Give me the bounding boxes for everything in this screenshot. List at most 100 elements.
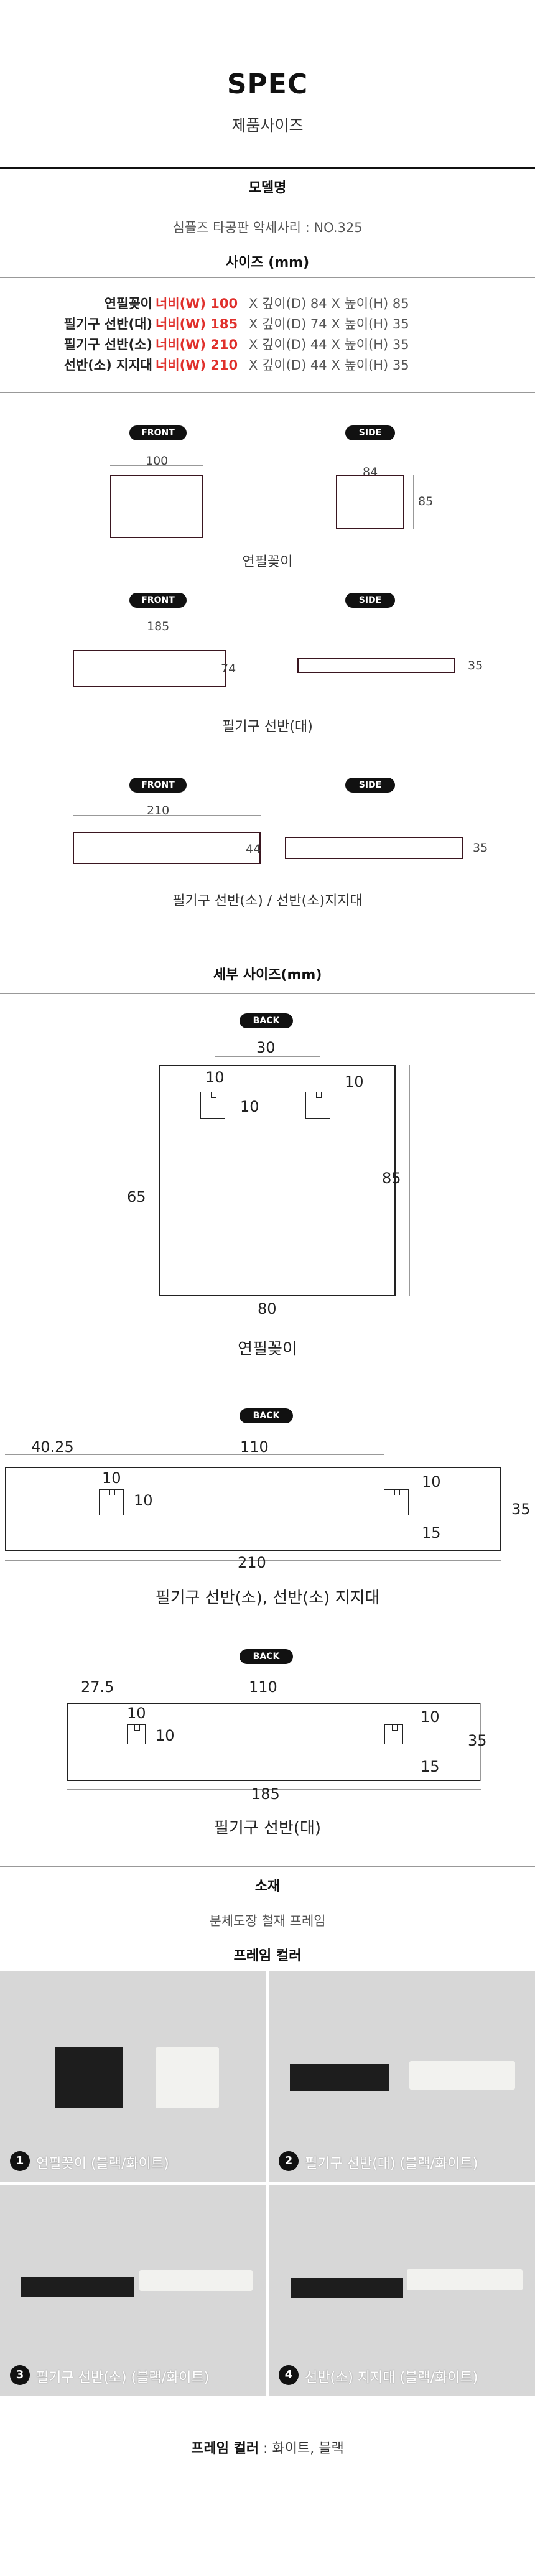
hanger-slot: [305, 1092, 330, 1119]
front-badge: FRONT: [129, 778, 187, 793]
photo-number: 2: [279, 2151, 299, 2171]
size-row-rest: X 깊이(D) 84 X 높이(H) 85: [249, 296, 409, 311]
dim-label: 65: [127, 1188, 146, 1206]
small-shelf-back-view: [5, 1467, 501, 1551]
dim-label: 210: [238, 1554, 266, 1571]
dim-label: 80: [258, 1300, 277, 1318]
dim-label: 27.5: [81, 1678, 114, 1696]
white-small-shelf: [139, 2270, 253, 2291]
dim-label: 35: [473, 841, 488, 855]
dim-label: 210: [147, 804, 170, 817]
frame-color-footer: 프레임 컬러 : 화이트, 블랙: [0, 2437, 535, 2457]
photo-number: 1: [10, 2151, 30, 2171]
size-row-rest: X 깊이(D) 44 X 높이(H) 35: [249, 358, 409, 373]
dim-line: [480, 1703, 481, 1781]
hanger-slot: [384, 1724, 403, 1744]
side-view-small-shelf: [285, 837, 463, 859]
white-pen-holder: [156, 2047, 219, 2108]
detail-caption: 필기구 선반(대): [213, 1819, 322, 1838]
dim-label: 185: [251, 1785, 280, 1803]
dim-label: 35: [468, 1732, 487, 1749]
hanger-slot: [200, 1092, 225, 1119]
size-row-rest: X 깊이(D) 74 X 높이(H) 35: [249, 317, 409, 332]
pen-holder-back-view: [159, 1065, 396, 1296]
size-row-width: 너비(W) 100: [156, 296, 238, 311]
dim-label: 10: [421, 1708, 440, 1726]
back-badge: BACK: [240, 1649, 293, 1664]
dim-label: 10: [240, 1098, 259, 1115]
back-badge: BACK: [240, 1408, 293, 1423]
front-view-pen-holder: [110, 475, 203, 538]
dim-line: [67, 1789, 482, 1790]
dim-label: 100: [146, 454, 169, 468]
dim-label: 10: [156, 1727, 175, 1744]
divider: [0, 167, 535, 169]
photo-pen-holder: 1 연필꽂이 (블랙/화이트): [0, 1971, 266, 2182]
divider: [0, 392, 535, 393]
model-value: 심플즈 타공판 악세사리 : NO.325: [172, 220, 363, 235]
white-shelf-support: [407, 2269, 523, 2290]
hanger-slot: [127, 1724, 146, 1744]
dim-label: 10: [205, 1069, 225, 1086]
dim-label: 15: [422, 1524, 441, 1541]
dim-label: 10: [134, 1492, 153, 1509]
dim-line: [215, 1056, 320, 1057]
size-row-width: 너비(W) 185: [156, 317, 238, 332]
divider: [0, 993, 535, 994]
side-view-pen-holder: [336, 475, 404, 529]
photo-shelf-support: 4 선반(소) 지지대 (블랙/화이트): [269, 2185, 535, 2396]
dim-label: 35: [468, 659, 483, 672]
photo-caption: 선반(소) 지지대 (블랙/화이트): [305, 2370, 478, 2386]
photo-small-shelf: 3 필기구 선반(소) (블랙/화이트): [0, 2185, 266, 2396]
divider: [0, 1866, 535, 1867]
dim-label: 85: [418, 495, 434, 508]
dim-label: 74: [221, 662, 236, 676]
photo-number: 4: [279, 2365, 299, 2385]
size-row-width: 너비(W) 210: [156, 358, 238, 373]
material-heading: 소재: [254, 1879, 281, 1894]
hanger-slot: [99, 1489, 124, 1515]
dim-label: 10: [127, 1704, 146, 1722]
front-view-large-shelf: [73, 650, 226, 687]
size-row-name: 필기구 선반(대): [63, 317, 152, 332]
view-caption: 연필꽂이: [242, 554, 293, 570]
view-caption: 필기구 선반(소) / 선반(소)지지대: [172, 893, 363, 909]
black-small-shelf: [21, 2277, 134, 2297]
dim-line: [409, 1065, 410, 1296]
photo-large-shelf: 2 필기구 선반(대) (블랙/화이트): [269, 1971, 535, 2182]
black-large-shelf: [290, 2064, 389, 2091]
size-row-name: 연필꽂이: [104, 296, 152, 311]
view-caption: 필기구 선반(대): [222, 719, 313, 735]
dim-label: 30: [256, 1039, 276, 1056]
dim-label: 110: [249, 1678, 277, 1696]
size-row-name: 필기구 선반(소): [63, 337, 152, 352]
dim-line: [5, 1560, 501, 1561]
photo-caption: 필기구 선반(대) (블랙/화이트): [305, 2156, 478, 2172]
dim-label: 44: [246, 842, 261, 856]
dim-label: 10: [345, 1073, 364, 1090]
black-shelf-support: [291, 2278, 403, 2298]
front-badge: FRONT: [129, 425, 187, 440]
dim-label: 10: [422, 1473, 441, 1490]
side-badge: SIDE: [345, 778, 395, 793]
dim-line: [110, 465, 203, 466]
dim-line: [5, 1454, 123, 1455]
photo-caption: 필기구 선반(소) (블랙/화이트): [36, 2370, 210, 2386]
dim-label: 110: [240, 1438, 269, 1456]
size-row-rest: X 깊이(D) 44 X 높이(H) 35: [249, 337, 409, 352]
frame-color-footer-value: : 화이트, 블랙: [259, 2441, 344, 2457]
dim-line: [73, 815, 261, 816]
photo-caption: 연필꽂이 (블랙/화이트): [36, 2156, 169, 2172]
size-heading: 사이즈 (mm): [225, 255, 310, 271]
size-row-name: 선반(소) 지지대: [63, 358, 152, 373]
dim-label: 40.25: [31, 1438, 74, 1456]
divider: [0, 277, 535, 278]
size-row-width: 너비(W) 210: [156, 337, 238, 352]
side-badge: SIDE: [345, 425, 395, 440]
front-view-small-shelf: [73, 832, 261, 864]
white-large-shelf: [409, 2061, 515, 2090]
dim-label: 10: [102, 1469, 121, 1487]
dim-label: 185: [147, 620, 170, 633]
back-badge: BACK: [240, 1013, 293, 1028]
side-badge: SIDE: [345, 593, 395, 608]
